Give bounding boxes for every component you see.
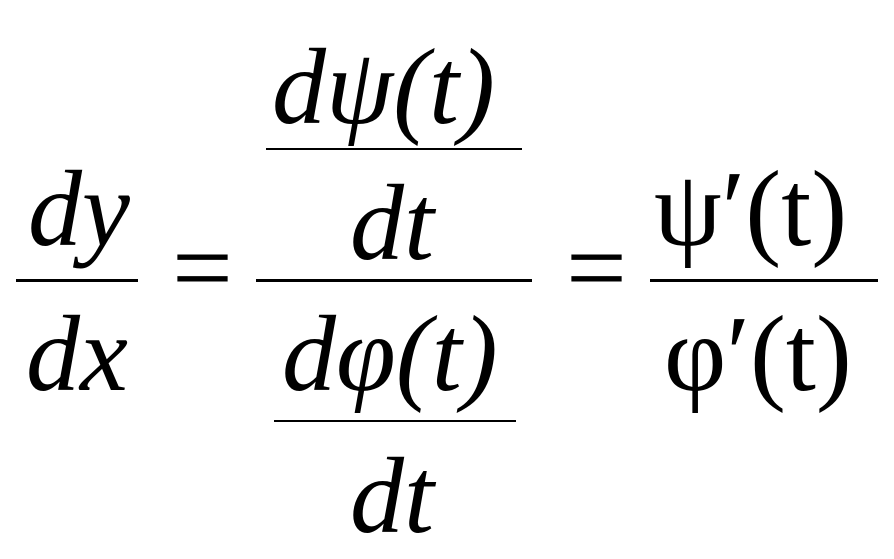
middle-top-fraction-bar xyxy=(266,148,522,150)
lhs-numerator: dy xyxy=(28,150,130,269)
rhs-denominator: φ′(t) xyxy=(664,295,852,414)
middle-top-numerator: dψ(t) xyxy=(272,28,496,147)
lhs-denominator: dx xyxy=(26,295,128,414)
equals-sign-1: = xyxy=(172,209,233,328)
middle-bottom-denominator: dt xyxy=(350,437,435,556)
equals-sign-2: = xyxy=(566,209,627,328)
middle-bottom-numerator: dφ(t) xyxy=(282,295,498,414)
middle-bottom-fraction-bar xyxy=(274,420,516,422)
rhs-fraction-bar xyxy=(650,279,878,282)
middle-main-fraction-bar xyxy=(256,279,532,282)
rhs-numerator: ψ′(t) xyxy=(654,150,848,269)
middle-top-denominator: dt xyxy=(350,164,435,283)
lhs-fraction-bar xyxy=(16,279,138,282)
